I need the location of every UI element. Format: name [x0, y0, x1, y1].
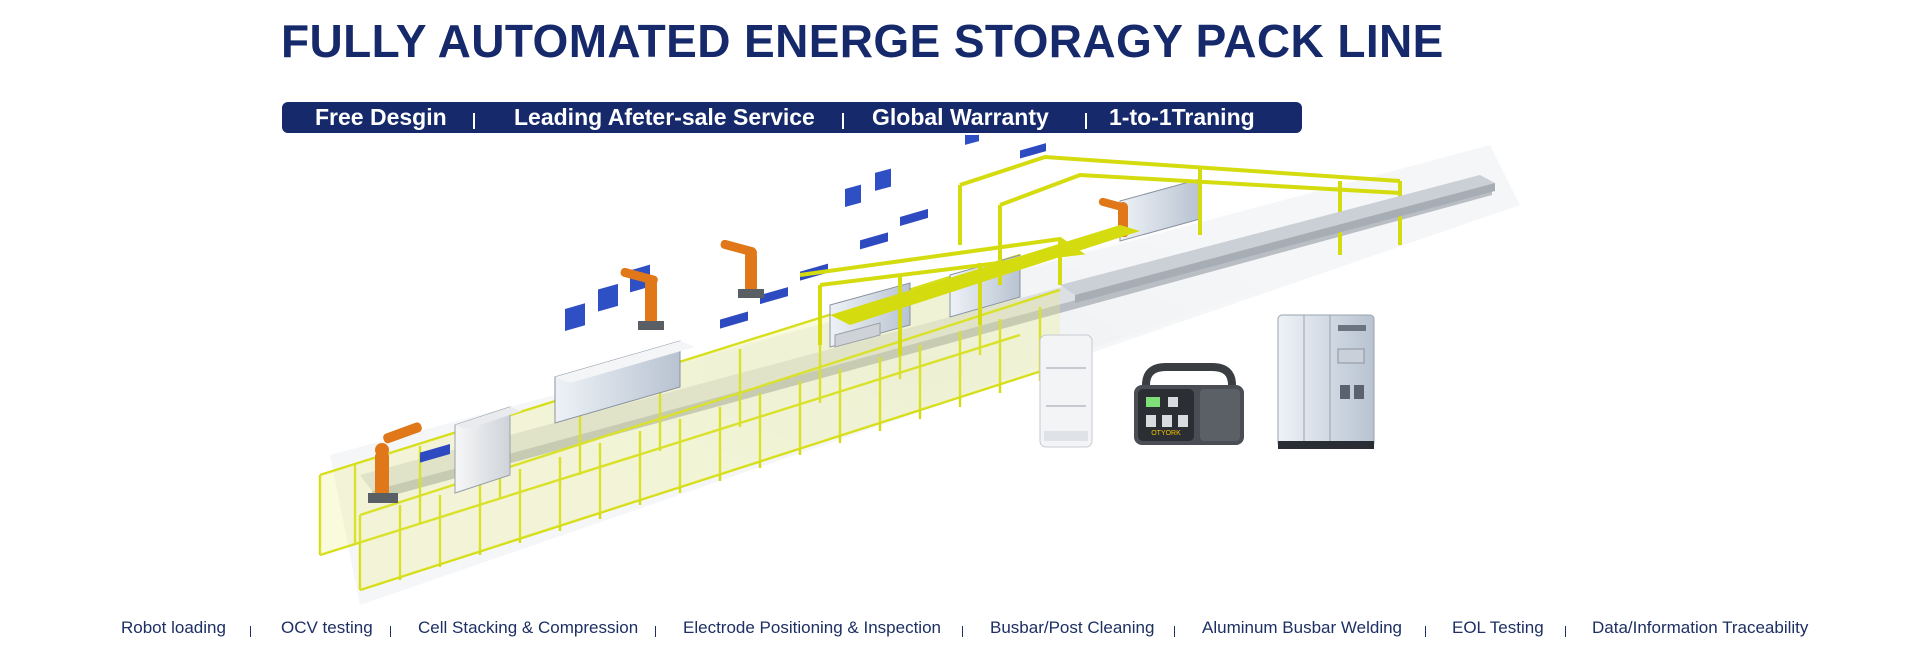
step-ocv-testing: OCV testing — [281, 618, 373, 637]
portable-power-station-product: OTYORK — [1134, 363, 1244, 445]
robot-arm-2 — [620, 267, 664, 330]
home-battery-product — [1039, 334, 1093, 448]
step-divider — [962, 626, 963, 637]
step-aluminum-welding: Aluminum Busbar Welding — [1202, 618, 1402, 637]
step-divider — [655, 626, 656, 637]
robot-arm-1 — [368, 422, 422, 503]
service-global-warranty: Global Warranty — [872, 104, 1049, 130]
step-divider — [390, 626, 391, 637]
service-training: 1-to-1Traning — [1109, 104, 1255, 130]
step-divider — [1174, 626, 1175, 637]
gantry-frame — [799, 154, 1402, 355]
step-divider — [1425, 626, 1426, 637]
process-steps-row: Robot loading OCV testing Cell Stacking … — [0, 618, 1920, 642]
service-divider — [842, 113, 844, 129]
service-highlights-bar: Free Desgin Leading Afeter-sale Service … — [282, 102, 1302, 133]
step-data-traceability: Data/Information Traceability — [1592, 618, 1809, 637]
service-after-sale: Leading Afeter-sale Service — [514, 104, 815, 130]
machine-cabinet-2 — [554, 264, 695, 424]
step-divider — [1565, 626, 1566, 637]
machine-cabinet-1 — [454, 406, 522, 494]
service-free-design: Free Desgin — [315, 104, 447, 130]
step-robot-loading: Robot loading — [121, 618, 226, 637]
battery-modules — [420, 143, 1046, 463]
power-station-brand: OTYORK — [1151, 430, 1181, 437]
service-divider — [1085, 113, 1087, 129]
step-electrode-positioning: Electrode Positioning & Inspection — [683, 618, 941, 637]
unloading-conveyor — [1060, 175, 1495, 303]
page-title: FULLY AUTOMATED ENERGE STORAGY PACK LINE — [281, 15, 1444, 67]
step-divider — [250, 626, 251, 637]
robot-arm-3 — [720, 239, 764, 298]
step-busbar-cleaning: Busbar/Post Cleaning — [990, 618, 1155, 637]
transfer-conveyor — [830, 225, 1140, 348]
step-eol-testing: EOL Testing — [1452, 618, 1544, 637]
fence-mesh — [320, 255, 1060, 590]
commercial-storage-cabinet-product — [1277, 314, 1375, 449]
production-line-illustration: OTYORK — [318, 135, 1530, 605]
service-divider — [473, 113, 475, 129]
step-cell-stacking: Cell Stacking & Compression — [418, 618, 639, 637]
